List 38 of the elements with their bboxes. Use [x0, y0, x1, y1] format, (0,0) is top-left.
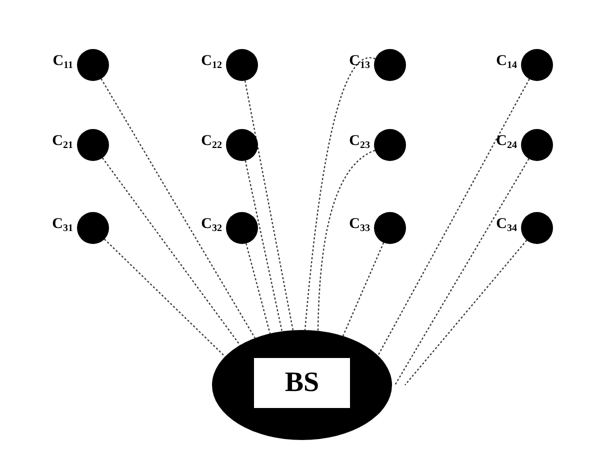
connector-line — [244, 160, 283, 332]
node-circle — [226, 129, 258, 161]
node-circle — [226, 212, 258, 244]
node-circle — [521, 49, 553, 81]
connector-line — [246, 243, 271, 334]
node-label: C$_{12}$ — [201, 54, 222, 71]
node-circle — [374, 49, 406, 81]
node-circle — [77, 129, 109, 161]
node-label: C$_{21}$ — [52, 134, 73, 151]
connector-line — [342, 242, 384, 336]
node-label: C$_{31}$ — [52, 217, 73, 234]
node-circle — [77, 212, 109, 244]
connector-line — [317, 150, 376, 331]
connector-line — [100, 78, 256, 338]
node-circle — [521, 212, 553, 244]
node-label: C$_{22}$ — [201, 134, 222, 151]
connector-line — [104, 238, 226, 357]
base-station-ellipse — [212, 330, 392, 440]
node-circle — [521, 129, 553, 161]
node-circle — [226, 49, 258, 81]
node-label: C$_{24}$ — [496, 134, 517, 151]
node-label: C$_{32}$ — [201, 217, 222, 234]
node-label: C$_{23}$ — [349, 134, 370, 151]
connector-line — [244, 80, 294, 330]
node-label: C$_{33}$ — [349, 217, 370, 234]
node-circle — [374, 129, 406, 161]
node-label: C$_{14}$ — [496, 54, 517, 71]
node-circle — [77, 49, 109, 81]
node-label: C$_{13}$ — [349, 54, 370, 71]
connector-line — [377, 78, 530, 356]
node-circle — [374, 212, 406, 244]
connector-line — [304, 57, 376, 330]
connector-line — [102, 158, 240, 346]
node-label: BS — [284, 366, 320, 400]
node-label: C$_{34}$ — [496, 217, 517, 234]
connector-line — [404, 240, 528, 386]
node-label: C$_{11}$ — [52, 54, 73, 71]
connector-line — [394, 158, 530, 386]
